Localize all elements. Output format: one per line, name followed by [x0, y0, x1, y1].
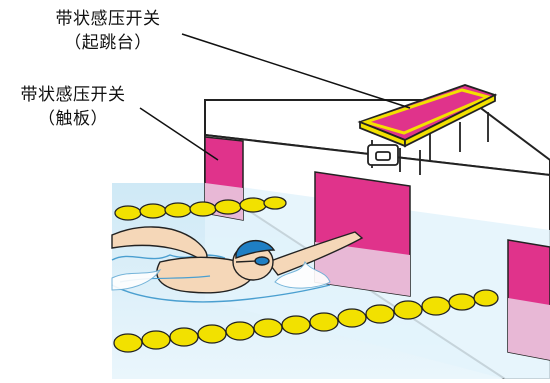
touch-pad-3-underwater: [508, 298, 550, 360]
swimmer: [111, 226, 364, 303]
lane-rope-back: [114, 196, 287, 221]
starting-block-sublabel: （起跳台）: [64, 33, 152, 53]
leader-line-touch-pad: [139, 107, 219, 161]
lane-rope-front: [113, 289, 499, 353]
leader-line-starting-block: [181, 33, 411, 109]
starting-block: [357, 84, 498, 175]
touch-pad-sublabel: （触板）: [38, 109, 108, 129]
water-splash: [111, 260, 331, 291]
touch-pad-2-underwater: [315, 242, 410, 296]
starting-block-label: 带状感压开关: [55, 9, 161, 29]
touch-pad-label: 带状感压开关: [20, 85, 126, 105]
